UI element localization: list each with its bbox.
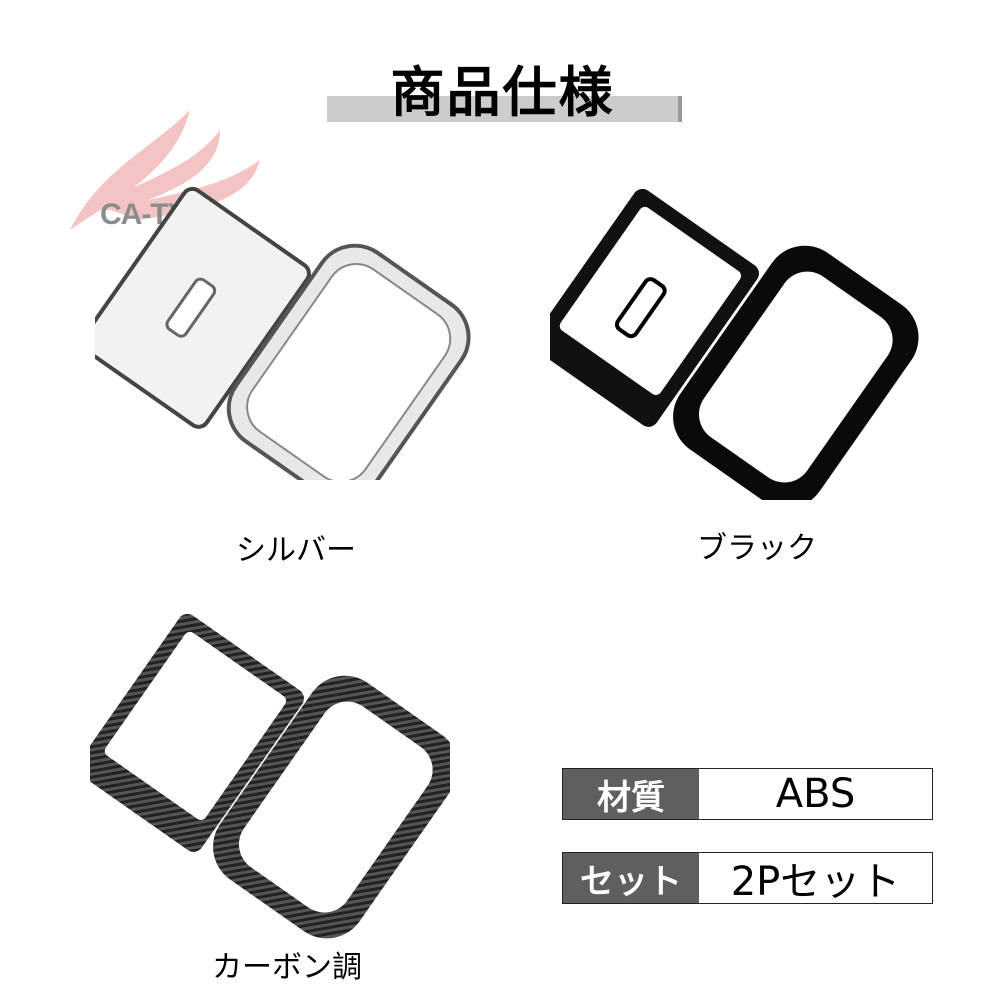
variant-label-black: ブラック [697, 531, 817, 566]
title-underline [327, 96, 682, 122]
product-image-carbon [77, 605, 459, 949]
page-title: 商品仕様 [390, 61, 615, 124]
product-image-black [532, 180, 920, 509]
spec-key: セット [563, 853, 699, 903]
spec-row-set: セット 2Pセット [562, 852, 933, 905]
product-image-silver [80, 180, 485, 503]
variant-label-carbon: カーボン調 [212, 950, 362, 985]
spec-value: 2Pセット [699, 853, 932, 905]
spec-key: 材質 [563, 769, 699, 819]
spec-row-material: 材質 ABS [562, 768, 933, 820]
spec-value: ABS [699, 769, 932, 819]
variant-label-silver: シルバー [236, 533, 356, 568]
brand-logo [60, 80, 280, 240]
